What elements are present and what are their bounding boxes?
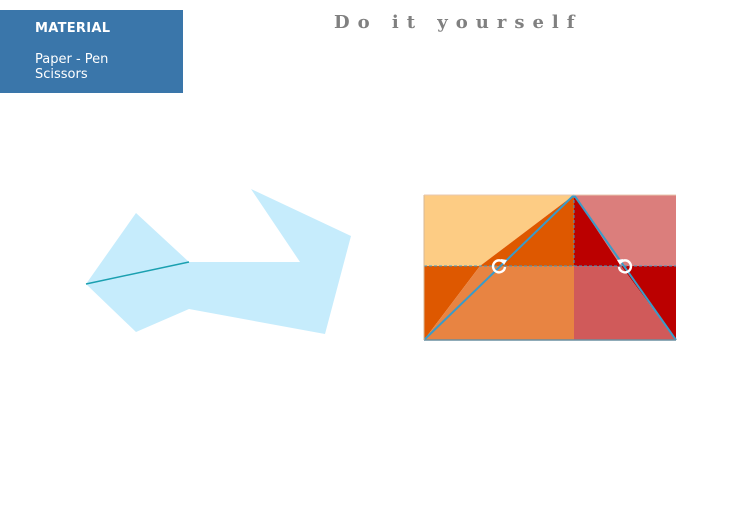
material-item-paper-pen: Paper - Pen bbox=[35, 52, 109, 67]
diagonal-right bbox=[573, 194, 677, 341]
fold-line bbox=[85, 261, 190, 285]
piece-top-left[interactable] bbox=[424, 195, 574, 266]
material-title: MATERIAL bbox=[35, 21, 111, 36]
piece-top-center[interactable] bbox=[480, 195, 574, 266]
page-title: Do it yourself bbox=[334, 12, 583, 33]
diagonal-left bbox=[423, 194, 575, 341]
paper-shape[interactable] bbox=[86, 189, 351, 334]
material-item-scissors: Scissors bbox=[35, 67, 88, 82]
rotate-cw-icon[interactable] bbox=[617, 259, 633, 274]
paper-shape-group[interactable] bbox=[85, 189, 351, 334]
puzzle-rectangle[interactable] bbox=[423, 194, 677, 341]
material-panel: MATERIAL Paper - Pen Scissors bbox=[0, 10, 183, 93]
rotate-ccw-icon[interactable] bbox=[491, 259, 507, 274]
piece-top-right[interactable] bbox=[574, 195, 676, 266]
piece-bottom-center[interactable] bbox=[424, 266, 574, 340]
piece-bottom-red[interactable] bbox=[574, 266, 676, 340]
